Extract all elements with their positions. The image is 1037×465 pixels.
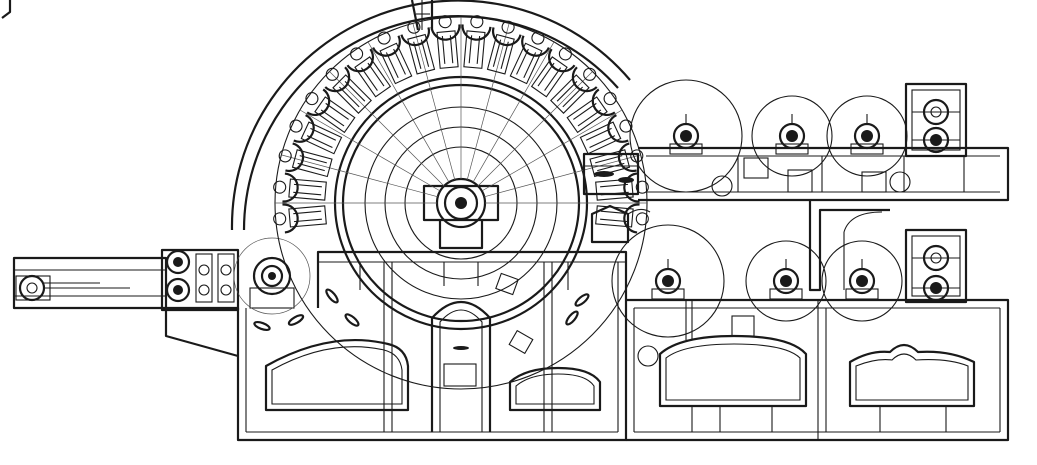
licker-in-roll (233, 237, 311, 315)
flat-unit (461, 15, 492, 69)
small-roll (845, 259, 879, 300)
cylinder-spoke (412, 23, 456, 180)
small-roll (669, 114, 703, 155)
web-unit-top (904, 82, 968, 158)
small-roll (775, 114, 809, 155)
flat-unit (372, 31, 413, 85)
main-cylinder (273, 15, 649, 390)
flat-unit (273, 203, 327, 234)
flat-unit (324, 66, 372, 114)
cylinder-cover (230, 0, 631, 231)
blades (253, 288, 590, 332)
flat-unit (346, 47, 392, 98)
cylinder-spoke (299, 109, 441, 192)
flat-unit (530, 47, 576, 98)
roll-stands (685, 300, 693, 340)
flat-unit (579, 114, 633, 155)
flat-unit (278, 142, 333, 178)
doffer-box (582, 152, 651, 244)
flat-unit (305, 88, 356, 134)
connector (808, 200, 890, 292)
cylinder-spoke (477, 71, 593, 187)
flat-unit (550, 66, 598, 114)
flat-unit (400, 20, 436, 75)
cylinder-spoke (481, 109, 623, 192)
cylinder-spoke (466, 23, 510, 180)
hopper-left (264, 339, 410, 412)
flat-unit (486, 20, 522, 75)
small-rolls (651, 114, 884, 300)
cylinder-spoke (281, 154, 438, 198)
flat-unit (273, 172, 327, 203)
flat-unit (595, 203, 649, 234)
small-roll (651, 259, 685, 300)
flat-unit (289, 114, 343, 155)
corner-mark (1, 0, 12, 19)
cylinder-spoke (367, 41, 450, 183)
flat-unit (430, 15, 461, 69)
small-roll (769, 259, 803, 300)
flat-unit (566, 88, 617, 134)
cylinder-spoke (329, 71, 445, 187)
cylinder-spoke (472, 41, 555, 183)
feed-table (12, 256, 168, 310)
hopper-center-right (495, 272, 602, 412)
center-chute (430, 301, 492, 432)
cylinder-spoke (484, 154, 641, 198)
web-unit-bottom (904, 228, 968, 304)
flat-unit (509, 31, 550, 85)
lower-right-frame (626, 298, 1010, 442)
top-pipe (410, 0, 434, 31)
feed-rollers (160, 248, 240, 312)
small-roll (850, 114, 884, 155)
